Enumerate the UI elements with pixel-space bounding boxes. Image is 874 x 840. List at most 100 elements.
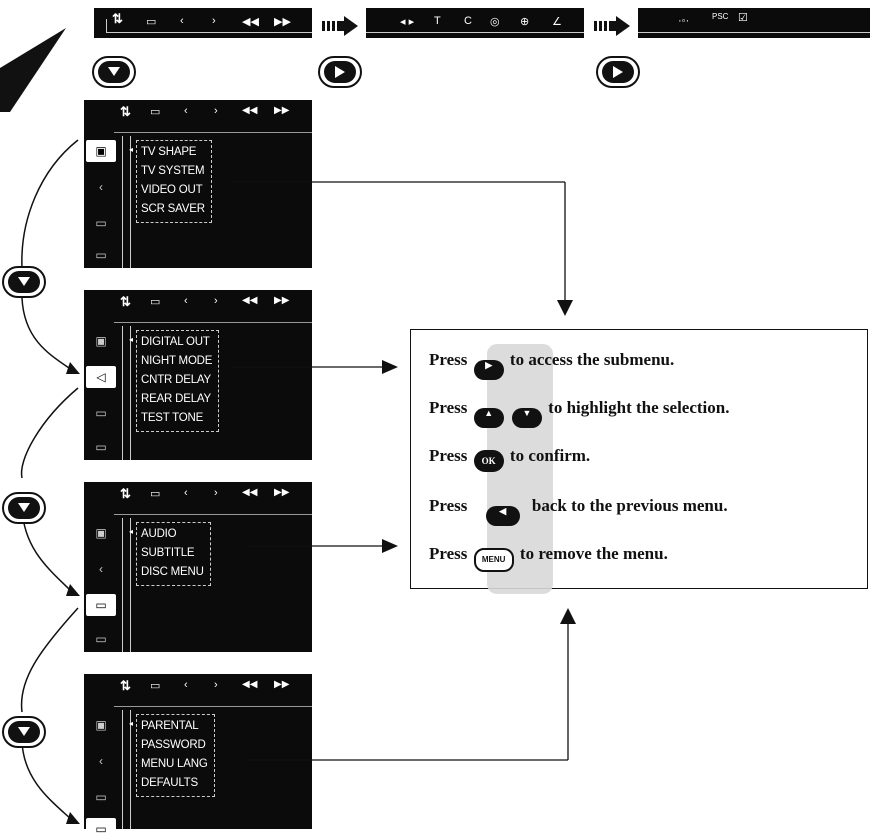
down-arrow-icon <box>18 503 30 512</box>
audio-tab-icon[interactable]: ◁ <box>86 366 116 388</box>
instruction-row: Press ▶ to access the submenu. <box>429 350 674 380</box>
instruction-row: Press OK to confirm. <box>429 446 590 472</box>
preference-tab-icon[interactable]: ▭ <box>95 440 107 454</box>
menu-item[interactable]: NIGHT MODE <box>141 355 213 367</box>
clock-icon: ◎ <box>490 16 500 28</box>
down-arrow-icon <box>18 727 30 736</box>
sound-icon: ‹ <box>184 679 188 691</box>
down-button-1[interactable] <box>2 266 46 298</box>
menu-item[interactable]: AUDIO <box>141 528 177 540</box>
video-menu-list: ◂ TV SHAPE TV SYSTEM VIDEO OUT SCR SAVER <box>129 140 212 223</box>
sound-icon: ‹ <box>184 105 188 117</box>
play-icon: › <box>214 295 218 307</box>
menu-item[interactable]: PASSWORD <box>141 739 206 751</box>
preference-tab-icon[interactable]: ▭ <box>95 632 107 646</box>
ok-key-icon: OK <box>473 450 504 472</box>
picture-icon: ▭ <box>150 296 161 308</box>
menu-key-icon: MENU <box>473 548 514 572</box>
audio-tab-icon[interactable]: ‹ <box>99 180 103 194</box>
menu-item[interactable]: TEST TONE <box>141 412 204 424</box>
menu-item[interactable]: DEFAULTS <box>141 777 198 789</box>
check-icon: ☑ <box>738 12 748 24</box>
corner-wedge <box>0 28 66 112</box>
angle-icon: ∠ <box>552 16 562 28</box>
top-bar-main: ⇅ ▭ ‹ › ◀◀ ▶▶ <box>94 8 312 38</box>
menu-item[interactable]: VIDEO OUT <box>141 184 203 196</box>
menu-item[interactable]: MENU LANG <box>141 758 208 770</box>
setup-icon: ⇅ <box>120 678 131 693</box>
video-tab-icon[interactable]: ▣ <box>95 334 107 348</box>
fastforward-icon: ▶▶ <box>274 16 291 28</box>
menu-item[interactable]: CNTR DELAY <box>141 374 211 386</box>
menu-panel-language: ⇅ ▭ ‹ › ◀◀ ▶▶ ▣ ‹ ▭ ▭ ◂ AUDIO SUBTITLE D… <box>84 482 312 652</box>
psc-label: PSC <box>712 12 729 21</box>
picture-icon: ▭ <box>146 16 157 28</box>
menu-item[interactable]: DIGITAL OUT <box>141 336 210 348</box>
video-tab-icon[interactable]: ▣ <box>95 526 107 540</box>
rewind-icon: ◀◀ <box>242 105 258 116</box>
menu-item[interactable]: TV SHAPE <box>141 146 197 158</box>
picture-icon: ▭ <box>150 680 161 692</box>
instruction-row: Press ◀ back to the previous menu. <box>429 496 728 526</box>
flow-arrow-1 <box>322 16 358 36</box>
instruction-row: Press MENU to remove the menu. <box>429 544 668 572</box>
play-icon: › <box>214 679 218 691</box>
left-key-icon: ◀ <box>485 506 520 526</box>
audio-tab-icon[interactable]: ‹ <box>99 754 103 768</box>
menu-item[interactable]: SCR SAVER <box>141 203 205 215</box>
picture-icon: ▭ <box>150 106 161 118</box>
instruction-row: Press ▲ ▼ to highlight the selection. <box>429 398 730 428</box>
cursor-icon: ◂ ▸ <box>400 16 415 28</box>
play-icon: › <box>214 487 218 499</box>
setup-icon: ⇅ <box>120 104 131 119</box>
language-tab-icon[interactable]: ▭ <box>86 594 116 616</box>
fastforward-icon: ▶▶ <box>274 487 290 498</box>
language-tab-icon[interactable]: ▭ <box>95 216 107 230</box>
menu-item[interactable]: REAR DELAY <box>141 393 212 405</box>
audio-tab-icon[interactable]: ‹ <box>99 562 103 576</box>
down-key-icon: ▼ <box>511 408 542 428</box>
menu-item[interactable]: DISC MENU <box>141 566 204 578</box>
video-tab-icon[interactable]: ▣ <box>86 140 116 162</box>
preference-menu-list: ◂ PARENTAL PASSWORD MENU LANG DEFAULTS <box>129 714 215 797</box>
sound-icon: ‹ <box>184 487 188 499</box>
menu-item[interactable]: SUBTITLE <box>141 547 195 559</box>
down-button-top[interactable] <box>92 56 136 88</box>
right-arrow-icon <box>613 66 623 78</box>
right-button-2[interactable] <box>596 56 640 88</box>
fastforward-icon: ▶▶ <box>274 679 290 690</box>
menu-panel-audio: ⇅ ▭ ‹ › ◀◀ ▶▶ ▣ ◁ ▭ ▭ ◂ DIGITAL OUT NIGH… <box>84 290 312 460</box>
flow-curves <box>20 139 80 824</box>
down-arrow-icon <box>18 277 30 286</box>
down-arrow-icon <box>108 67 120 76</box>
audio-menu-list: ◂ DIGITAL OUT NIGHT MODE CNTR DELAY REAR… <box>129 330 220 432</box>
instructions-box: Press ▶ to access the submenu. Press ▲ ▼… <box>410 329 868 594</box>
rewind-icon: ◀◀ <box>242 679 258 690</box>
fastforward-icon: ▶▶ <box>274 295 290 306</box>
right-button-1[interactable] <box>318 56 362 88</box>
preference-tab-icon[interactable]: ▭ <box>95 248 107 262</box>
fastforward-icon: ▶▶ <box>274 105 290 116</box>
play-icon: › <box>212 15 216 27</box>
sound-icon: ‹ <box>184 295 188 307</box>
down-button-2[interactable] <box>2 492 46 524</box>
rewind-icon: ◀◀ <box>242 16 259 28</box>
up-key-icon: ▲ <box>473 408 504 428</box>
flow-arrow-2 <box>594 16 630 36</box>
menu-panel-preference: ⇅ ▭ ‹ › ◀◀ ▶▶ ▣ ‹ ▭ ▭ ◂ PARENTAL PASSWOR… <box>84 674 312 840</box>
top-bar-second: ◂ ▸ T C ◎ ⊕ ∠ <box>366 8 584 38</box>
language-tab-icon[interactable]: ▭ <box>95 790 107 804</box>
sound-icon: ‹ <box>180 15 184 27</box>
menu-item[interactable]: PARENTAL <box>141 720 199 732</box>
language-menu-list: ◂ AUDIO SUBTITLE DISC MENU <box>129 522 211 586</box>
right-key-icon: ▶ <box>473 360 504 380</box>
menu-item[interactable]: TV SYSTEM <box>141 165 205 177</box>
video-tab-icon[interactable]: ▣ <box>95 718 107 732</box>
down-button-3[interactable] <box>2 716 46 748</box>
play-icon: › <box>214 105 218 117</box>
zoom-icon: ⊕ <box>520 16 530 28</box>
setup-icon: ⇅ <box>112 11 123 26</box>
t-icon: T <box>434 15 441 27</box>
language-tab-icon[interactable]: ▭ <box>95 406 107 420</box>
